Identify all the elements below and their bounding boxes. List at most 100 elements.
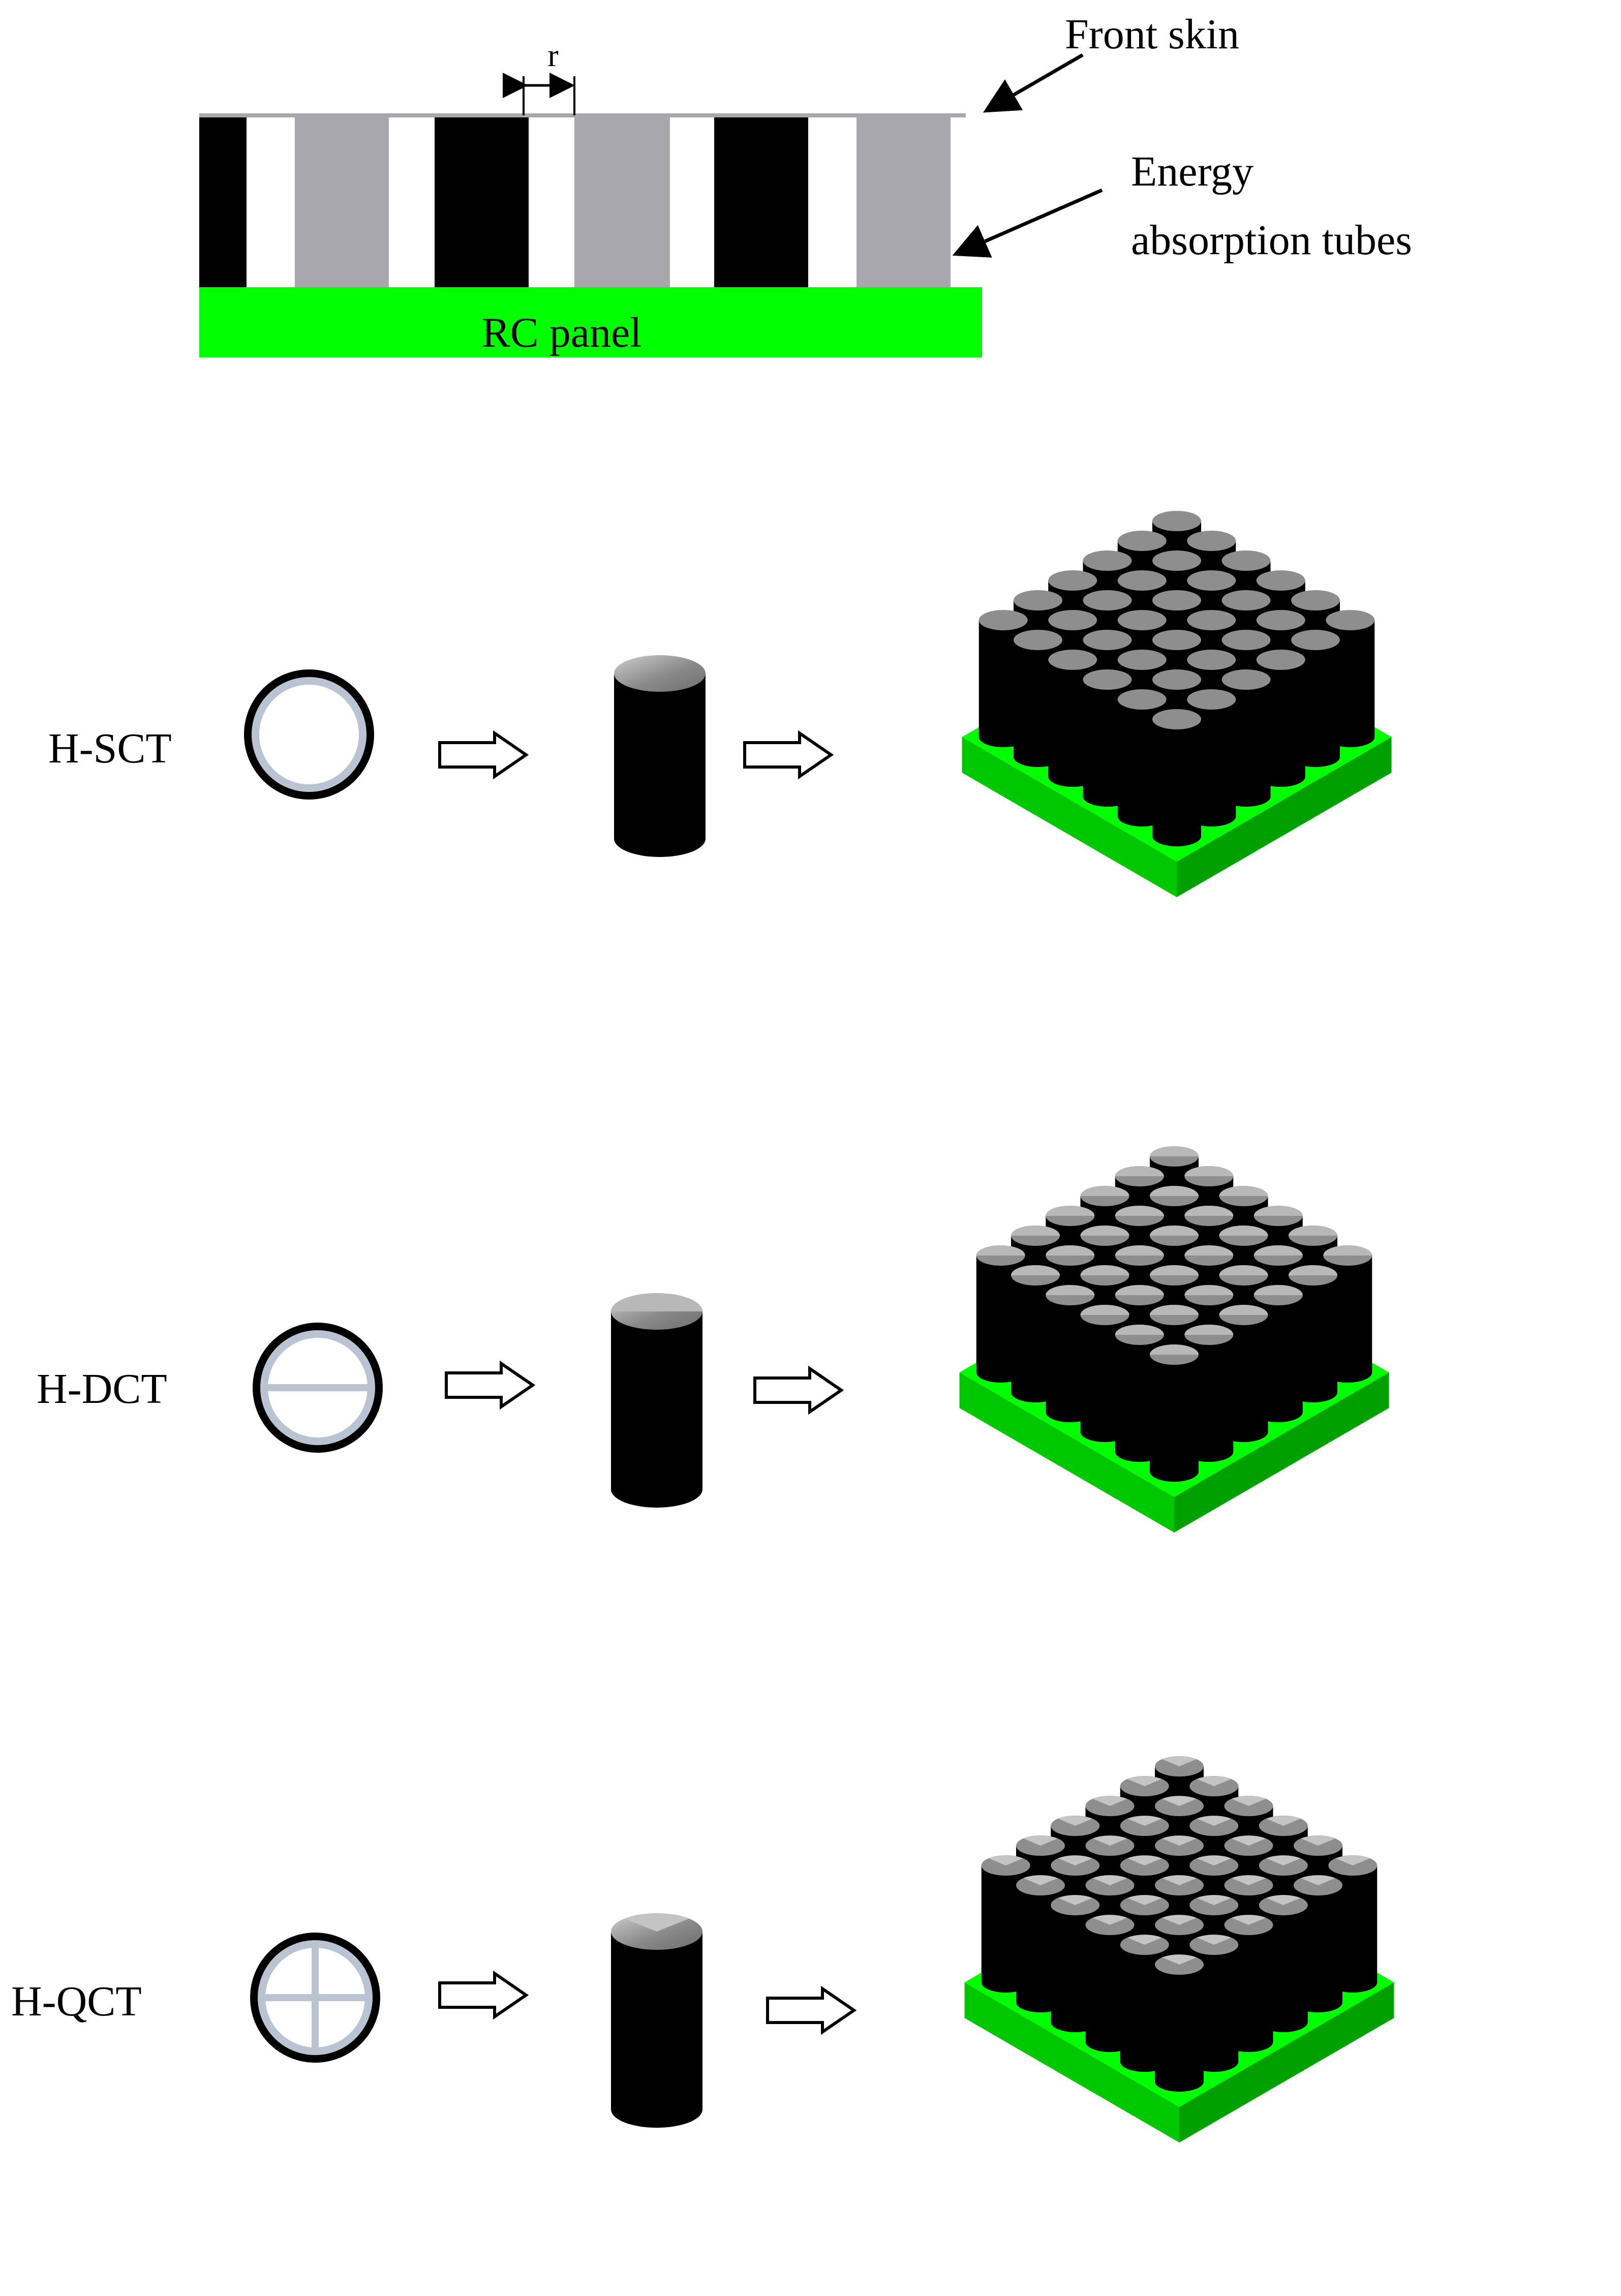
cap-half-highlight (1150, 1305, 1199, 1315)
cross-section-inner (259, 685, 359, 784)
array-tube-cap (1291, 590, 1340, 610)
cap-quarter-highlight (1127, 1855, 1162, 1865)
cap-quarter-highlight (1335, 1855, 1370, 1865)
cap-half-highlight (1184, 1166, 1234, 1176)
cap-quarter-highlight (1127, 1816, 1162, 1826)
cap-quarter-highlight (1301, 1835, 1335, 1846)
cap-quarter-highlight (1197, 1816, 1231, 1826)
cap-half-highlight (1080, 1265, 1129, 1275)
array-tube-cap (1152, 630, 1201, 650)
cross-section-icon (250, 1933, 380, 2063)
cap-quarter-highlight (1092, 1796, 1127, 1806)
cap-quarter-highlight (1127, 1895, 1162, 1905)
array-tube-cap (1117, 570, 1167, 591)
array-base-left-face (959, 1372, 1174, 1533)
array-base-left-face (962, 737, 1177, 898)
cap-half-highlight (1150, 1186, 1199, 1196)
cap-quarter-highlight (1058, 1895, 1092, 1905)
cross-section-icon (253, 1323, 383, 1453)
array-tube-cap (1256, 650, 1305, 670)
section-strip (295, 117, 389, 288)
array-tube-cap (1187, 689, 1236, 710)
array-tube-cap (1117, 650, 1167, 670)
array-tube-cap (1187, 650, 1236, 670)
array-base-left-face (964, 1982, 1179, 2143)
section-strip (857, 117, 951, 288)
cap-quarter-highlight (1162, 1954, 1197, 1965)
array-tube (1152, 709, 1201, 846)
array-tube-cap (1014, 630, 1062, 650)
tube-body (614, 674, 706, 857)
array-tube-cap (1221, 590, 1271, 610)
array-tube-cap (1083, 590, 1132, 610)
arrow-to-tube (438, 730, 529, 780)
cap-quarter-highlight (1231, 1915, 1266, 1925)
cap-quarter-highlight (1058, 1816, 1092, 1826)
front-skin-label: Front skin (1065, 11, 1239, 58)
cap-quarter-highlight (1162, 1875, 1197, 1885)
array-base-right-face (1179, 1982, 1394, 2143)
cap-quarter-highlight (1197, 1776, 1231, 1786)
cap-quarter-highlight (1162, 1796, 1197, 1806)
array-tube-cap (1152, 590, 1201, 610)
array-tube-cap (1083, 630, 1132, 650)
cap-half-highlight (1323, 1245, 1372, 1256)
cross-section-icon (244, 669, 374, 800)
array-tube-body (1155, 1965, 1204, 2092)
tubes-callout: Energy absorption tubes (952, 148, 1412, 264)
cap-quarter-highlight (1197, 1855, 1231, 1865)
cap-half-highlight (1046, 1206, 1095, 1216)
cap-half-highlight (976, 1245, 1025, 1256)
cap-half-highlight (1219, 1186, 1268, 1196)
front-skin-callout: Front skin (983, 11, 1239, 113)
array-tube-cap (1048, 650, 1097, 670)
cap-quarter-highlight (1127, 1776, 1162, 1786)
section-strip (714, 117, 808, 288)
cap-half-highlight (1289, 1265, 1337, 1275)
array-tube-cap (1256, 610, 1305, 630)
array-tube-cap (1117, 689, 1167, 710)
cap-quarter-highlight (1162, 1915, 1197, 1925)
tube-body (611, 1932, 702, 2128)
cap-quarter-highlight (1162, 1756, 1197, 1766)
arrow-to-tube (445, 1360, 536, 1410)
row-h-dct: H-DCT (37, 1146, 1389, 1533)
cap-half-highlight (1150, 1226, 1199, 1236)
section-strip (247, 117, 295, 288)
cap-quarter-highlight (1266, 1816, 1301, 1826)
array-tube-cap (1187, 610, 1236, 630)
section-strip (529, 117, 574, 288)
array-tube (1150, 1344, 1199, 1482)
cap-half-highlight (1184, 1245, 1234, 1256)
tube-strips (199, 117, 951, 288)
cap-quarter-highlight (1092, 1835, 1127, 1846)
array-tube-cap (1083, 669, 1132, 690)
cap-half-highlight (1184, 1285, 1234, 1295)
dimension-r: r (503, 37, 575, 115)
cap-quarter-highlight (1162, 1835, 1197, 1846)
array-tube-cap (1048, 610, 1097, 630)
row-label: H-QCT (11, 1978, 142, 2025)
cap-quarter-highlight (1058, 1855, 1092, 1865)
arrow-to-array (743, 730, 834, 780)
array-tube-cap (1083, 550, 1132, 571)
cap-quarter-highlight (1266, 1895, 1301, 1905)
array-tube-body (1152, 719, 1201, 846)
cap-half-highlight (1150, 1344, 1199, 1355)
row-h-qct: H-QCT (11, 1756, 1394, 2143)
single-tube-3d (611, 1913, 702, 2128)
cap-half-highlight (1253, 1206, 1303, 1216)
row-label: H-SCT (48, 725, 172, 772)
rc-panel-label: RC panel (482, 309, 642, 356)
array-tube-cap (1326, 610, 1375, 630)
array-tube-cap (1187, 570, 1236, 591)
cross-section-rib-vertical (312, 1947, 319, 2048)
cap-half-highlight (1184, 1325, 1234, 1335)
array-tube-cap (1014, 590, 1062, 610)
cap-half-highlight (611, 1293, 702, 1311)
cap-half-highlight (1115, 1285, 1164, 1295)
tube-type-rows: H-SCT H-DCT H-QCT (11, 511, 1394, 2143)
section-strip (199, 117, 247, 288)
cap-half-highlight (1115, 1206, 1164, 1216)
